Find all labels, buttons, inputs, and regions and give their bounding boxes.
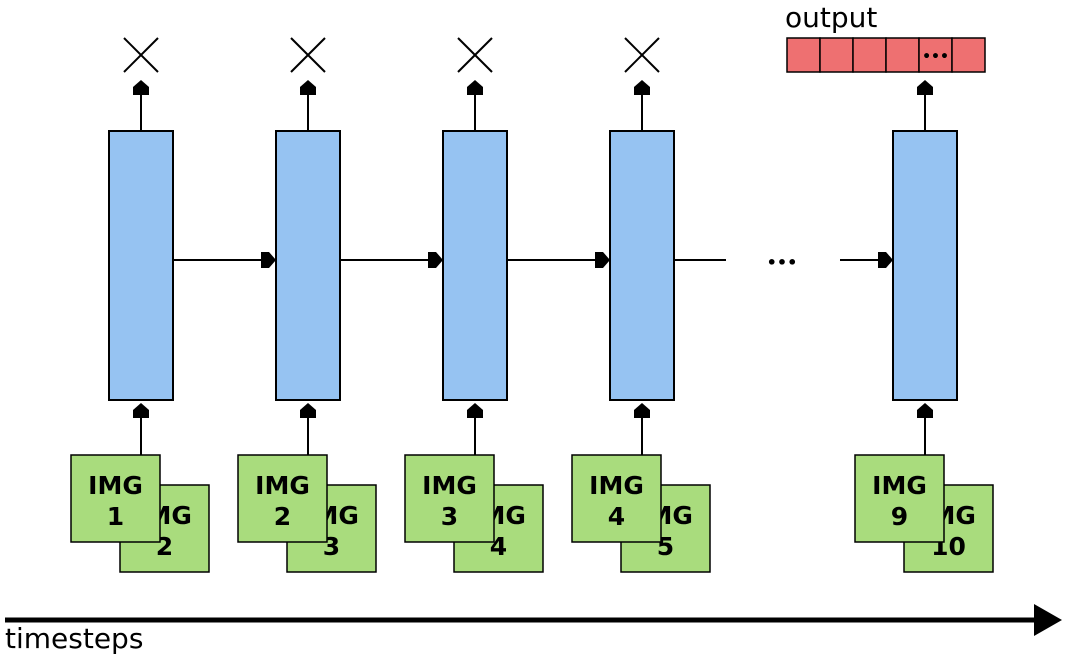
image-label: IMG <box>422 471 477 500</box>
image-number: 9 <box>891 502 908 531</box>
image-number: 3 <box>441 502 458 531</box>
output-vector-cell <box>885 37 920 73</box>
discarded-output-mark <box>123 37 159 73</box>
output-vector-ellipsis: ••• <box>922 49 949 65</box>
discarded-output-mark <box>290 37 326 73</box>
rnn-cell <box>892 130 958 401</box>
output-vector-cell <box>852 37 887 73</box>
image-number: 4 <box>608 502 625 531</box>
image-number: 1 <box>107 502 124 531</box>
rnn-cells <box>108 130 958 401</box>
rnn-cell <box>609 130 675 401</box>
output-label: output <box>785 1 877 34</box>
timesteps-arrowhead <box>1034 604 1062 636</box>
output-vector: ••• <box>786 37 986 73</box>
output-arrowhead <box>917 80 933 95</box>
rnn-cell <box>442 130 508 401</box>
input-arrowhead <box>300 403 316 418</box>
discarded-output-mark <box>624 37 660 73</box>
image-label: IMG <box>255 471 310 500</box>
input-arrowhead <box>917 403 933 418</box>
timesteps-label: timesteps <box>5 622 143 655</box>
rnn-cell <box>108 130 174 401</box>
image-label: IMG <box>589 471 644 500</box>
output-marks <box>123 37 933 131</box>
output-arrowhead <box>467 80 483 95</box>
ellipsis: ••• <box>767 253 798 272</box>
output-vector-cell <box>786 37 821 73</box>
input-arrowhead <box>467 403 483 418</box>
recurrent-arrowhead <box>261 252 276 268</box>
image-label: IMG <box>872 471 927 500</box>
output-arrowhead <box>300 80 316 95</box>
image-label: IMG <box>88 471 143 500</box>
input-arrowhead <box>133 403 149 418</box>
image-number: 2 <box>274 502 291 531</box>
recurrent-connections <box>173 252 893 268</box>
input-arrowhead <box>634 403 650 418</box>
output-vector-cell <box>951 37 986 73</box>
output-vector-cell <box>819 37 854 73</box>
output-arrowhead <box>634 80 650 95</box>
recurrent-arrowhead <box>878 252 893 268</box>
rnn-cell <box>275 130 341 401</box>
output-arrowhead <box>133 80 149 95</box>
recurrent-arrowhead <box>595 252 610 268</box>
recurrent-arrowhead <box>428 252 443 268</box>
discarded-output-mark <box>457 37 493 73</box>
